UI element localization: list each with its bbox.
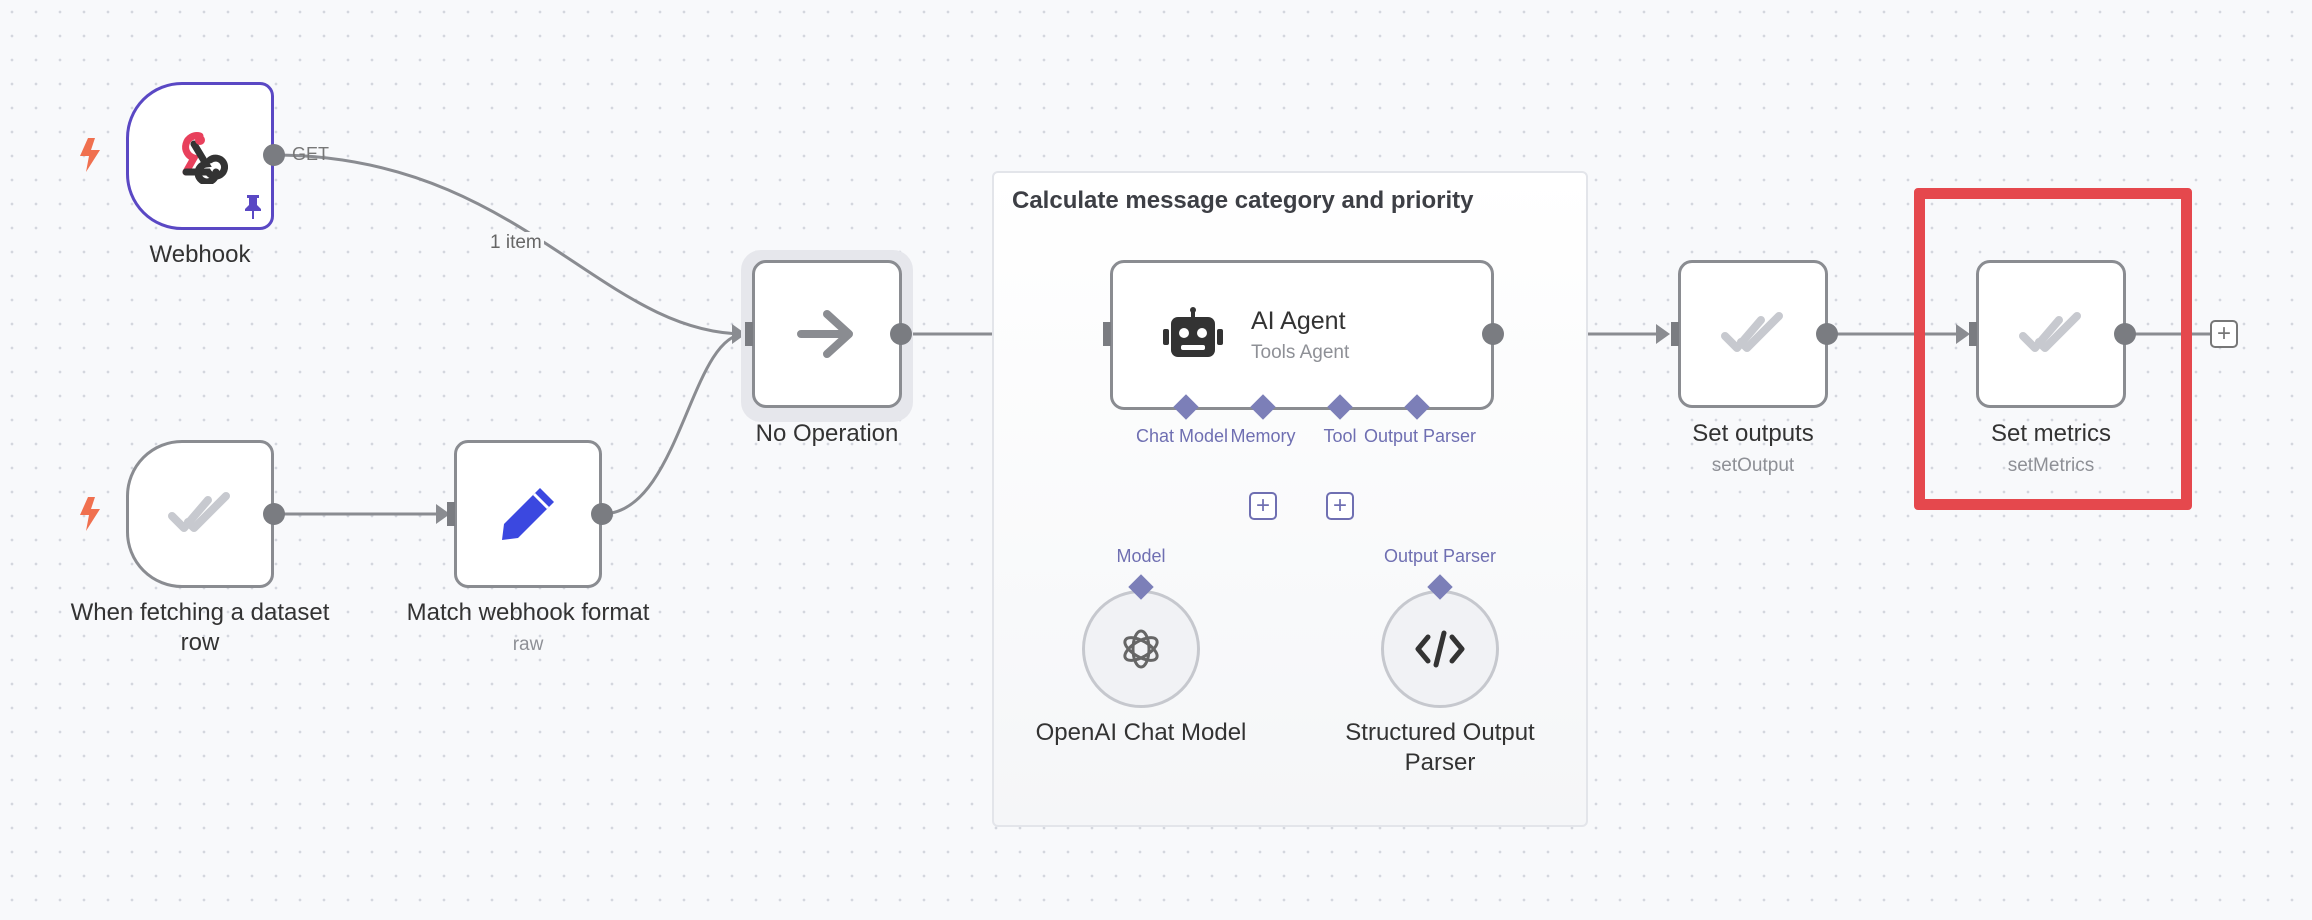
code-icon: [1415, 630, 1465, 668]
handle-label-chat-model: Chat Model: [1135, 426, 1229, 446]
set-metrics-input-handle[interactable]: [1969, 322, 1977, 346]
set-metrics-subtitle: setMetrics: [2007, 455, 2095, 476]
match-format-subtitle: raw: [512, 634, 544, 655]
ai-agent-subtitle: Tools Agent: [1251, 341, 1350, 363]
group-title: Calculate message category and priority: [1012, 187, 1474, 214]
dataset-label-line2: row: [180, 629, 220, 656]
parser-label-line2: Parser: [1404, 749, 1476, 776]
handle-label-output-parser: Output Parser: [1363, 426, 1477, 446]
double-check-icon: [2019, 312, 2081, 352]
structured-output-parser-node[interactable]: [1381, 590, 1499, 708]
set-outputs-input-handle[interactable]: [1671, 322, 1679, 346]
dataset-trigger-label: When fetching a dataset row: [50, 598, 350, 658]
arrow-right-icon: [797, 310, 853, 358]
lightning-bolt-icon: [80, 497, 100, 531]
add-tool-button[interactable]: +: [1326, 492, 1354, 520]
ai-agent-title: AI Agent: [1251, 306, 1346, 335]
openai-icon: [1123, 629, 1159, 669]
parser-label: Structured Output Parser: [1310, 718, 1570, 778]
openai-handle-label: Model: [1116, 546, 1166, 566]
dataset-output-handle[interactable]: [263, 503, 285, 525]
no-op-node[interactable]: [752, 260, 902, 408]
openai-label: OpenAI Chat Model: [1035, 719, 1247, 746]
set-outputs-subtitle: setOutput: [1711, 455, 1795, 476]
ai-agent-output-handle[interactable]: [1482, 323, 1504, 345]
highlight-annotation: [1914, 188, 2192, 510]
add-memory-button[interactable]: +: [1249, 492, 1277, 520]
set-outputs-node[interactable]: [1678, 260, 1828, 408]
set-outputs-output-handle[interactable]: [1816, 323, 1838, 345]
pencil-icon: [502, 488, 554, 540]
double-check-icon: [1721, 312, 1783, 352]
match-output-handle[interactable]: [591, 503, 613, 525]
webhook-output-handle[interactable]: [263, 144, 285, 166]
edge-item-count: 1 item: [488, 232, 544, 254]
ai-agent-input-handle[interactable]: [1103, 322, 1111, 346]
webhook-node[interactable]: [126, 82, 274, 230]
dataset-label-line1: When fetching a dataset: [70, 599, 330, 626]
set-metrics-output-handle[interactable]: [2114, 323, 2136, 345]
no-op-input-handle[interactable]: [745, 322, 753, 346]
pin-icon: [245, 195, 261, 219]
double-check-icon: [168, 492, 230, 532]
ai-agent-node[interactable]: AI Agent Tools Agent: [1110, 260, 1494, 410]
openai-chat-model-node[interactable]: [1082, 590, 1200, 708]
no-op-output-handle[interactable]: [890, 323, 912, 345]
lightning-bolt-icon: [80, 138, 100, 172]
webhook-icon: [182, 132, 228, 184]
handle-label-memory: Memory: [1230, 426, 1296, 446]
match-format-label: Match webhook format: [406, 599, 650, 626]
webhook-output-label: GET: [292, 144, 330, 164]
set-outputs-label: Set outputs: [1692, 420, 1814, 447]
dataset-trigger-node[interactable]: [126, 440, 274, 588]
robot-icon: [1163, 307, 1223, 357]
add-node-button[interactable]: +: [2210, 320, 2238, 348]
no-op-label: No Operation: [755, 420, 899, 447]
webhook-label: Webhook: [149, 241, 251, 268]
match-format-node[interactable]: [454, 440, 602, 588]
match-input-handle[interactable]: [447, 502, 455, 526]
edge-match-noop: [601, 332, 746, 516]
handle-label-tool: Tool: [1323, 426, 1357, 446]
plus-icon: +: [2216, 320, 2231, 347]
edge-webhook-noop: [273, 153, 746, 336]
parser-handle-label: Output Parser: [1383, 546, 1497, 566]
parser-label-line1: Structured Output: [1345, 719, 1535, 746]
set-metrics-label: Set metrics: [1990, 420, 2112, 447]
plus-icon: +: [1332, 492, 1347, 519]
plus-icon: +: [1255, 492, 1270, 519]
